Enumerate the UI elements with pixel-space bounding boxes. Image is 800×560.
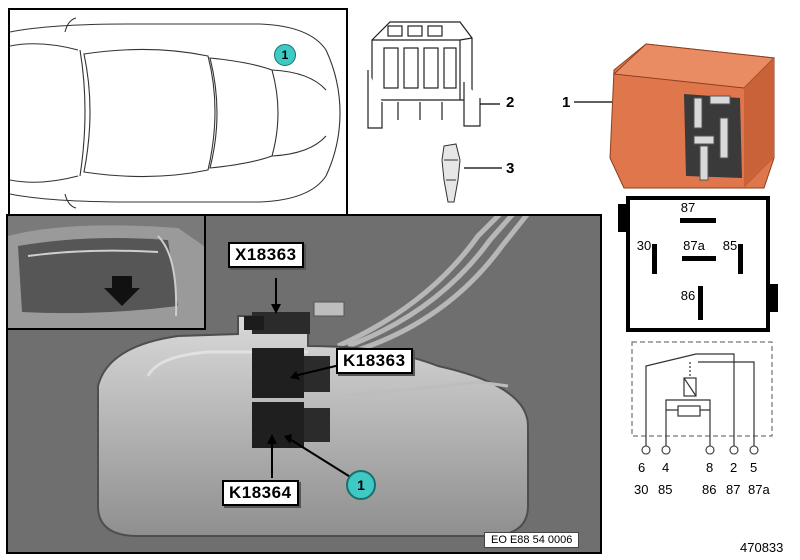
pin-number-2: 4 [662, 460, 670, 475]
terminal-85: 85 [658, 482, 673, 497]
photo-marker-label: 1 [357, 477, 365, 493]
image-number: 470833 [740, 540, 784, 555]
relay-label-k18364: K18364 [222, 480, 299, 506]
pin-number-5: 5 [750, 460, 758, 475]
relay-schematic [626, 338, 776, 458]
socket-callout: 2 [506, 94, 515, 111]
socket-drawing [367, 21, 500, 129]
terminal-87a: 87a [748, 482, 770, 497]
relay-label-k18363: K18363 [336, 348, 413, 374]
installation-photo [8, 216, 600, 552]
overview-marker-label: 1 [281, 48, 289, 62]
socket-part [360, 10, 510, 140]
installation-photo-panel: X18363 K18363 K18364 1 EO E88 54 0006 [6, 214, 602, 554]
pin-number-4: 2 [730, 460, 738, 475]
schematic-terminal-names: 30 85 86 87 87a [630, 482, 780, 500]
pinout-85: 85 [722, 238, 738, 253]
pinout-86: 86 [680, 288, 696, 303]
pin-part [430, 140, 510, 210]
relay-callout: 1 [562, 94, 571, 111]
relay-photo [574, 38, 798, 198]
car-outline [9, 17, 341, 209]
pinout-87: 87 [680, 200, 696, 215]
reference-code: EO E88 54 0006 [484, 532, 580, 548]
photo-marker: 1 [346, 470, 376, 500]
pinout-87a: 87a [683, 238, 705, 253]
pinout-30: 30 [636, 238, 652, 253]
terminal-30: 30 [634, 482, 649, 497]
connector-label-x18363: X18363 [228, 242, 304, 268]
terminal-86: 86 [702, 482, 717, 497]
relay-drawing [574, 43, 776, 189]
pin-number-3: 8 [706, 460, 714, 475]
car-overview-panel: 1 [8, 8, 348, 218]
terminal-87: 87 [726, 482, 741, 497]
relay-pinout-diagram: 87 30 87a 85 86 [614, 196, 782, 332]
overview-marker: 1 [274, 44, 296, 66]
pin-number-1: 6 [638, 460, 646, 475]
inset-photo [8, 216, 206, 330]
schematic-pin-numbers: 6 4 8 2 5 [630, 460, 780, 478]
pin-drawing [441, 143, 502, 203]
pin-callout: 3 [506, 160, 515, 177]
